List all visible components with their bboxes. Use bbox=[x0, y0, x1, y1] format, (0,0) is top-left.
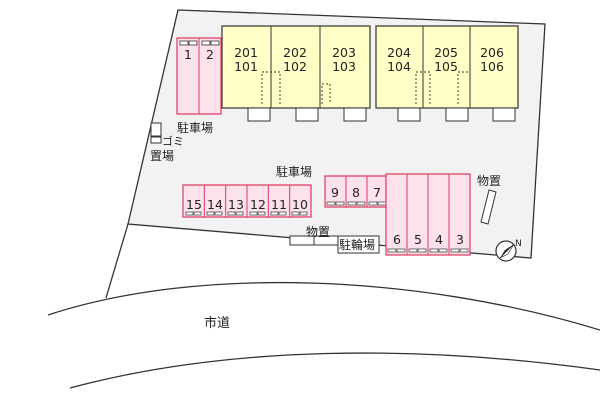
garbage-area bbox=[150, 122, 162, 144]
unit-label-205: 205 bbox=[434, 45, 458, 60]
parking-space-7: 7 bbox=[373, 185, 381, 200]
building-left bbox=[221, 25, 371, 122]
unit-label-204: 204 bbox=[387, 45, 411, 60]
parking-space-4: 4 bbox=[435, 232, 443, 247]
storage-right-label: 物置 bbox=[477, 174, 501, 188]
parking-middle-right bbox=[324, 175, 389, 208]
bicycle-parking-label: 駐輪場 bbox=[339, 237, 375, 252]
unit-label-106: 106 bbox=[480, 59, 504, 74]
parking-middle-left bbox=[182, 184, 312, 218]
unit-label-201: 201 bbox=[234, 45, 258, 60]
building-right bbox=[375, 25, 519, 122]
parking-top-left bbox=[176, 37, 222, 115]
parking-space-8: 8 bbox=[352, 185, 360, 200]
garbage-label-2: 置場 bbox=[150, 149, 174, 163]
unit-label-104: 104 bbox=[387, 59, 411, 74]
parking-space-6: 6 bbox=[393, 232, 401, 247]
storage-bottom-label: 物置 bbox=[306, 225, 330, 239]
parking-space-13: 13 bbox=[228, 197, 244, 212]
parking-space-12: 12 bbox=[250, 197, 266, 212]
garbage-label-1: ゴミ bbox=[162, 134, 184, 148]
road-edge-lower bbox=[69, 352, 600, 389]
parking-space-10: 10 bbox=[292, 197, 308, 212]
unit-label-202: 202 bbox=[283, 45, 307, 60]
parking-space-2: 2 bbox=[206, 47, 214, 62]
parking-space-14: 14 bbox=[207, 197, 223, 212]
bicycle-parking bbox=[337, 235, 380, 254]
road-label: 市道 bbox=[204, 315, 230, 331]
road-edge-upper bbox=[47, 281, 600, 331]
parking-space-15: 15 bbox=[186, 197, 202, 212]
compass-label: N bbox=[515, 239, 522, 249]
parking-space-5: 5 bbox=[414, 232, 422, 247]
compass-icon bbox=[495, 240, 517, 262]
unit-label-105: 105 bbox=[434, 59, 458, 74]
parking-space-9: 9 bbox=[331, 185, 339, 200]
parking-label-center: 駐車場 bbox=[276, 164, 312, 179]
parking-bottom-right bbox=[385, 173, 471, 256]
unit-label-101: 101 bbox=[234, 59, 258, 74]
parking-space-1: 1 bbox=[184, 47, 192, 62]
unit-label-102: 102 bbox=[283, 59, 307, 74]
unit-label-103: 103 bbox=[332, 59, 356, 74]
storage-right bbox=[480, 189, 497, 225]
unit-label-203: 203 bbox=[332, 45, 356, 60]
parking-space-11: 11 bbox=[271, 197, 287, 212]
boundary-line bbox=[105, 223, 129, 299]
parking-label-top: 駐車場 bbox=[177, 120, 213, 135]
unit-label-206: 206 bbox=[480, 45, 504, 60]
parking-space-3: 3 bbox=[456, 232, 464, 247]
